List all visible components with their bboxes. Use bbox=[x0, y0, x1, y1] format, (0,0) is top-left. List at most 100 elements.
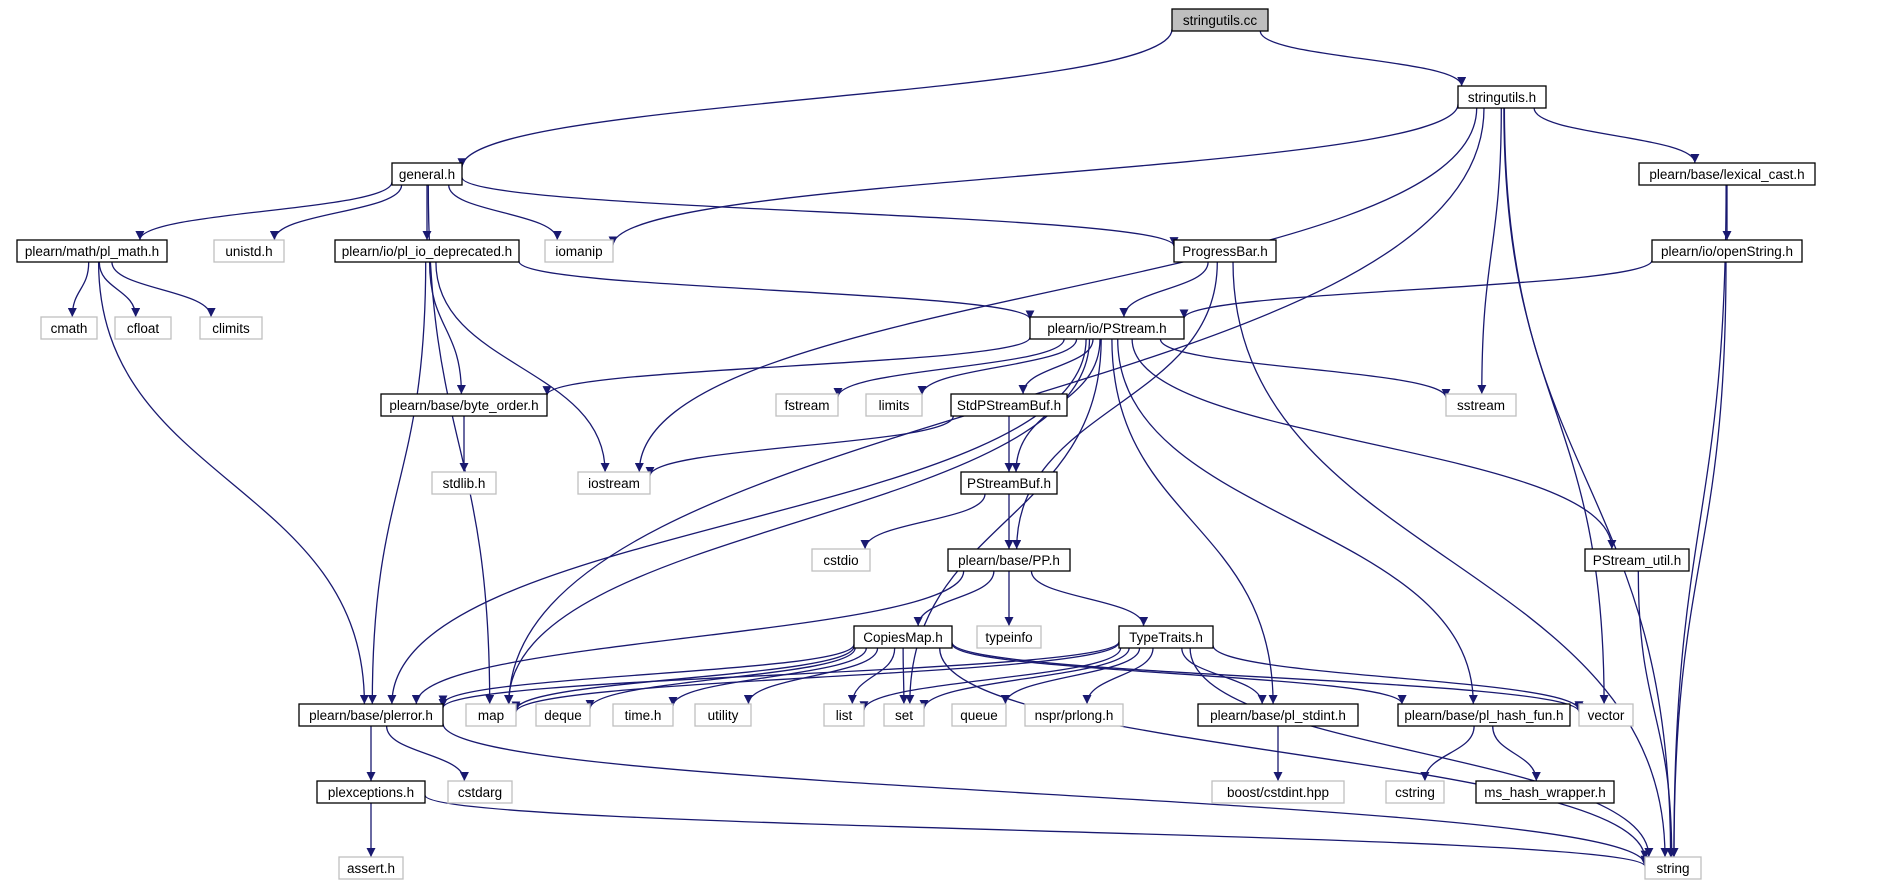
node-pstream-util-h[interactable]: PStream_util.h bbox=[1584, 548, 1690, 572]
edge-line bbox=[1131, 338, 1617, 550]
node-box bbox=[1029, 316, 1185, 340]
node-pl-hash-fun-h[interactable]: plearn/base/pl_hash_fun.h bbox=[1397, 703, 1571, 727]
node-box bbox=[694, 703, 752, 727]
node-label: PStreamBuf.h bbox=[967, 476, 1051, 491]
node-label: plearn/base/lexical_cast.h bbox=[1649, 167, 1804, 182]
edge-line bbox=[743, 647, 879, 705]
edge-line bbox=[1012, 261, 1218, 550]
node-typetraits-h[interactable]: TypeTraits.h bbox=[1118, 625, 1214, 649]
edge-pl_io_deprecated_h-to-iostream bbox=[435, 261, 610, 473]
node-label: iomanip bbox=[555, 244, 602, 259]
node-iostream: iostream bbox=[577, 471, 651, 495]
edge-line bbox=[1119, 261, 1209, 318]
node-label: cstdio bbox=[823, 553, 858, 568]
node-pstream-h[interactable]: plearn/io/PStream.h bbox=[1029, 316, 1185, 340]
node-pstreambuf-h[interactable]: PStreamBuf.h bbox=[960, 471, 1058, 495]
node-box bbox=[976, 625, 1042, 649]
edge-general_h-to-map bbox=[427, 184, 495, 705]
node-label: cstdarg bbox=[458, 785, 502, 800]
edge-line bbox=[98, 261, 141, 318]
edge-general_h-to-iomanip bbox=[448, 184, 562, 241]
edge-general_h-to-progressbar_h bbox=[461, 177, 1179, 247]
edge-pstream_h-to-pl_stdint_h bbox=[1111, 338, 1278, 705]
node-limits: limits bbox=[865, 393, 923, 417]
node-box bbox=[1475, 780, 1615, 804]
node-box bbox=[1445, 393, 1517, 417]
edge-progressbar_h-to-pp_h bbox=[1012, 261, 1218, 550]
node-stdlib-h: stdlib.h bbox=[431, 471, 497, 495]
edge-stringutils_h-to-lexical_cast_h bbox=[1533, 107, 1700, 164]
edge-typetraits_h-to-plerror_h bbox=[438, 641, 1120, 709]
node-label: deque bbox=[544, 708, 582, 723]
node-box bbox=[391, 162, 463, 186]
node-progressbar-h[interactable]: ProgressBar.h bbox=[1173, 239, 1277, 263]
node-pl-math-h[interactable]: plearn/math/pl_math.h bbox=[16, 239, 168, 263]
edge-line bbox=[511, 642, 1120, 713]
edge-plerror_h-to-string bbox=[442, 723, 1650, 865]
edge-line bbox=[1111, 338, 1278, 705]
node-cstdarg: cstdarg bbox=[447, 780, 513, 804]
edge-pstream_util_h-to-string bbox=[1637, 570, 1677, 858]
node-box bbox=[823, 703, 865, 727]
edge-line bbox=[1181, 647, 1267, 705]
node-general-h[interactable]: general.h bbox=[391, 162, 463, 186]
edge-pl_math_h-to-cfloat bbox=[98, 261, 141, 318]
node-queue: queue bbox=[951, 703, 1007, 727]
node-label: plearn/math/pl_math.h bbox=[25, 244, 159, 259]
edge-line bbox=[645, 415, 954, 477]
node-plerror-h[interactable]: plearn/base/plerror.h bbox=[298, 703, 444, 727]
edge-typetraits_h-to-list bbox=[859, 647, 1122, 711]
node-box bbox=[865, 393, 923, 417]
node-stringutils-h[interactable]: stringutils.h bbox=[1457, 85, 1547, 109]
edge-line bbox=[1492, 725, 1541, 782]
edge-typetraits_h-to-vector bbox=[1212, 645, 1584, 711]
node-label: plearn/base/plerror.h bbox=[309, 708, 433, 723]
node-stringutils-cc[interactable]: stringutils.cc bbox=[1171, 8, 1269, 32]
node-label: map bbox=[478, 708, 504, 723]
node-box bbox=[544, 239, 614, 263]
node-label: set bbox=[895, 708, 913, 723]
node-deque: deque bbox=[535, 703, 591, 727]
edge-pl_hash_fun_h-to-cstring bbox=[1420, 725, 1475, 782]
node-box bbox=[1024, 703, 1124, 727]
edge-typetraits_h-to-queue bbox=[1000, 647, 1141, 705]
node-pl-io-deprecated-h[interactable]: plearn/io/pl_io_deprecated.h bbox=[334, 239, 520, 263]
node-plexceptions-h[interactable]: plexceptions.h bbox=[316, 780, 426, 804]
node-stdpstreambuf-h[interactable]: StdPStreamBuf.h bbox=[950, 393, 1068, 417]
edge-typetraits_h-to-prlong_h bbox=[1082, 647, 1154, 705]
node-copiesmap-h[interactable]: CopiesMap.h bbox=[853, 625, 953, 649]
edge-pl_io_deprecated_h-to-pstream_h bbox=[518, 261, 1035, 320]
node-label: sstream bbox=[1457, 398, 1505, 413]
node-box bbox=[950, 393, 1068, 417]
node-label: unistd.h bbox=[225, 244, 272, 259]
node-byte-order-h[interactable]: plearn/base/byte_order.h bbox=[380, 393, 548, 417]
edge-line bbox=[67, 261, 90, 318]
edge-pstreambuf_h-to-cstdio bbox=[860, 493, 986, 550]
node-openstring-h[interactable]: plearn/io/openString.h bbox=[1651, 239, 1803, 263]
node-box bbox=[1171, 8, 1269, 32]
node-assert-h: assert.h bbox=[338, 856, 404, 880]
edge-stringutils_cc-to-general_h bbox=[457, 29, 1173, 168]
node-lexical-cast-h[interactable]: plearn/base/lexical_cast.h bbox=[1638, 162, 1816, 186]
edge-line bbox=[518, 261, 1035, 320]
node-label: boost/cstdint.hpp bbox=[1227, 785, 1329, 800]
edge-line bbox=[435, 261, 610, 473]
node-box bbox=[612, 703, 674, 727]
edge-line bbox=[1030, 570, 1149, 627]
edge-line bbox=[461, 177, 1179, 247]
node-pp-h[interactable]: plearn/base/PP.h bbox=[947, 548, 1071, 572]
node-box bbox=[1385, 780, 1445, 804]
edge-line bbox=[1477, 107, 1502, 395]
edge-line bbox=[951, 642, 1584, 713]
node-pl-stdint-h[interactable]: plearn/base/pl_stdint.h bbox=[1197, 703, 1359, 727]
edge-line bbox=[1503, 107, 1609, 705]
node-ms-hash-wrapper-h[interactable]: ms_hash_wrapper.h bbox=[1475, 780, 1615, 804]
node-label: string bbox=[1656, 861, 1689, 876]
edge-stringutils_cc-to-stringutils_h bbox=[1259, 30, 1467, 87]
edge-pstream_h-to-limits bbox=[917, 338, 1078, 396]
edge-openstring_h-to-string bbox=[1669, 261, 1727, 858]
edge-line bbox=[939, 647, 1650, 860]
node-box bbox=[40, 316, 98, 340]
node-box bbox=[853, 625, 953, 649]
node-sstream: sstream bbox=[1445, 393, 1517, 417]
